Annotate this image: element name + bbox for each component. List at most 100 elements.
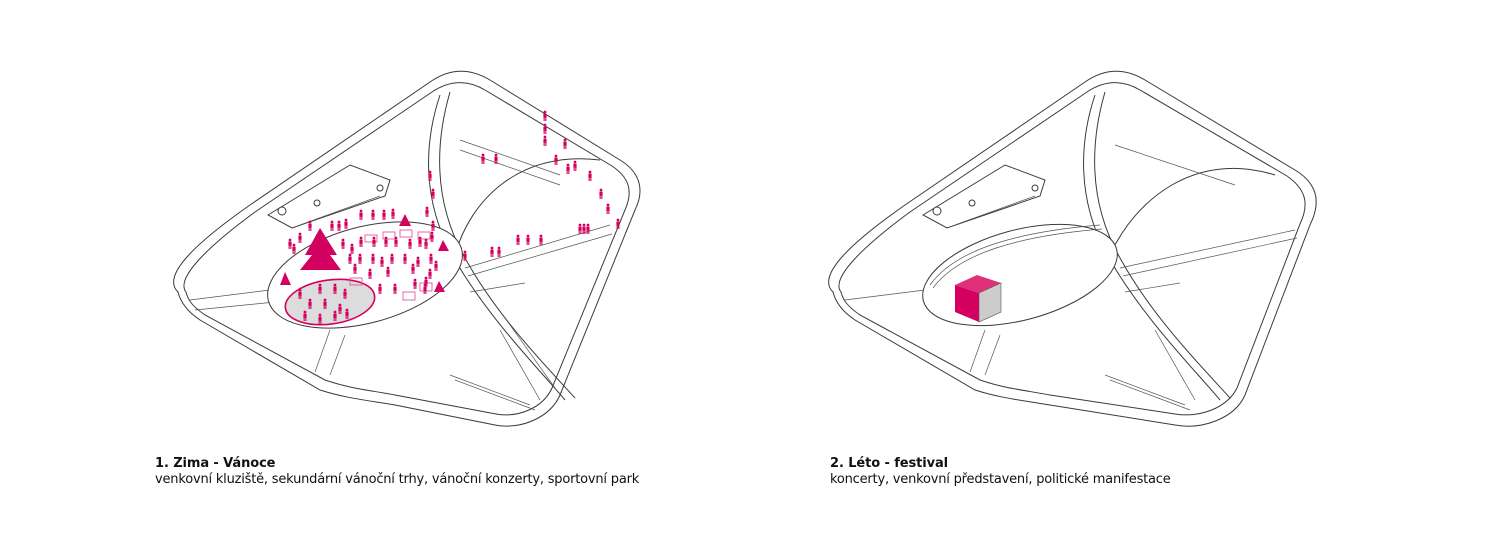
christmas-trees bbox=[280, 214, 449, 292]
panel-description: venkovní kluziště, sekundární vánoční tr… bbox=[155, 472, 640, 487]
person-icon bbox=[359, 236, 363, 247]
caption-summer: 2. Léto - festival koncerty, venkovní př… bbox=[830, 456, 1171, 488]
christmas-tree bbox=[434, 281, 445, 292]
christmas-tree bbox=[280, 272, 291, 285]
person-icon bbox=[359, 209, 363, 220]
person-icon bbox=[543, 110, 547, 121]
person-icon bbox=[386, 266, 390, 277]
person-icon bbox=[298, 232, 302, 243]
people-winter bbox=[288, 110, 620, 324]
person-icon bbox=[308, 220, 312, 231]
market-stall bbox=[399, 229, 413, 238]
panel-title: 2. Léto - festival bbox=[830, 456, 948, 471]
person-icon bbox=[616, 218, 620, 229]
person-icon bbox=[429, 253, 433, 264]
person-icon bbox=[543, 123, 547, 134]
person-icon bbox=[463, 250, 467, 261]
person-icon bbox=[345, 308, 349, 319]
person-icon bbox=[368, 268, 372, 279]
panel-description: koncerty, venkovní představení, politick… bbox=[830, 472, 1171, 487]
person-icon bbox=[434, 260, 438, 271]
person-icon bbox=[516, 234, 520, 245]
person-icon bbox=[344, 218, 348, 229]
person-icon bbox=[563, 138, 567, 149]
market-stall bbox=[402, 291, 416, 301]
person-icon bbox=[416, 256, 420, 267]
person-icon bbox=[573, 160, 577, 171]
person-icon bbox=[337, 220, 341, 231]
person-icon bbox=[380, 256, 384, 267]
site-plan-summer bbox=[828, 70, 1317, 427]
person-icon bbox=[578, 223, 582, 234]
person-icon bbox=[333, 283, 337, 294]
person-icon bbox=[382, 209, 386, 220]
person-icon bbox=[606, 203, 610, 214]
person-icon bbox=[371, 209, 375, 220]
site-outline bbox=[828, 70, 1317, 427]
person-icon bbox=[526, 234, 530, 245]
christmas-tree bbox=[438, 240, 449, 251]
person-icon bbox=[384, 236, 388, 247]
person-icon bbox=[303, 310, 307, 321]
person-icon bbox=[494, 153, 498, 164]
person-icon bbox=[371, 253, 375, 264]
person-icon bbox=[390, 253, 394, 264]
building bbox=[921, 164, 1046, 229]
person-icon bbox=[330, 220, 334, 231]
stage-cube bbox=[955, 275, 1002, 323]
person-icon bbox=[350, 243, 354, 254]
person-icon bbox=[413, 278, 417, 289]
person-icon bbox=[298, 288, 302, 299]
person-icon bbox=[539, 234, 543, 245]
person-icon bbox=[323, 298, 327, 309]
person-icon bbox=[341, 238, 345, 249]
person-icon bbox=[599, 188, 603, 199]
person-icon bbox=[582, 223, 586, 234]
person-icon bbox=[403, 253, 407, 264]
person-icon bbox=[348, 253, 352, 264]
person-icon bbox=[394, 236, 398, 247]
person-icon bbox=[586, 223, 590, 234]
person-icon bbox=[424, 238, 428, 249]
person-icon bbox=[497, 246, 501, 257]
panel-winter: 1. Zima - Vánoce venkovní kluziště, seku… bbox=[155, 70, 641, 488]
person-icon bbox=[430, 231, 434, 242]
person-icon bbox=[318, 283, 322, 294]
person-icon bbox=[333, 310, 337, 321]
person-icon bbox=[554, 154, 558, 165]
person-icon bbox=[292, 243, 296, 254]
person-icon bbox=[411, 263, 415, 274]
building bbox=[266, 164, 391, 229]
person-icon bbox=[353, 263, 357, 274]
person-icon bbox=[358, 253, 362, 264]
christmas-tree-large bbox=[300, 228, 341, 270]
person-icon bbox=[408, 238, 412, 249]
person-icon bbox=[391, 208, 395, 219]
person-icon bbox=[423, 283, 427, 294]
person-icon bbox=[425, 206, 429, 217]
panel-title: 1. Zima - Vánoce bbox=[155, 456, 276, 471]
site-outline bbox=[173, 70, 641, 427]
person-icon bbox=[308, 298, 312, 309]
person-icon bbox=[338, 303, 342, 314]
person-icon bbox=[543, 135, 547, 146]
site-plan-winter bbox=[173, 70, 641, 427]
person-icon bbox=[431, 188, 435, 199]
person-icon bbox=[428, 170, 432, 181]
ice-rink bbox=[284, 278, 376, 326]
person-icon bbox=[318, 313, 322, 324]
market-stall bbox=[382, 231, 396, 240]
person-icon bbox=[490, 246, 494, 257]
person-icon bbox=[431, 220, 435, 231]
person-icon bbox=[418, 236, 422, 247]
christmas-tree bbox=[399, 214, 411, 226]
market-stall bbox=[417, 231, 431, 240]
person-icon bbox=[378, 283, 382, 294]
person-icon bbox=[566, 163, 570, 174]
panel-summer: 2. Léto - festival koncerty, venkovní př… bbox=[650, 0, 1500, 560]
caption-winter: 1. Zima - Vánoce venkovní kluziště, seku… bbox=[155, 456, 639, 488]
person-icon bbox=[393, 283, 397, 294]
person-icon bbox=[481, 153, 485, 164]
person-icon bbox=[428, 268, 432, 279]
person-icon bbox=[372, 236, 376, 247]
